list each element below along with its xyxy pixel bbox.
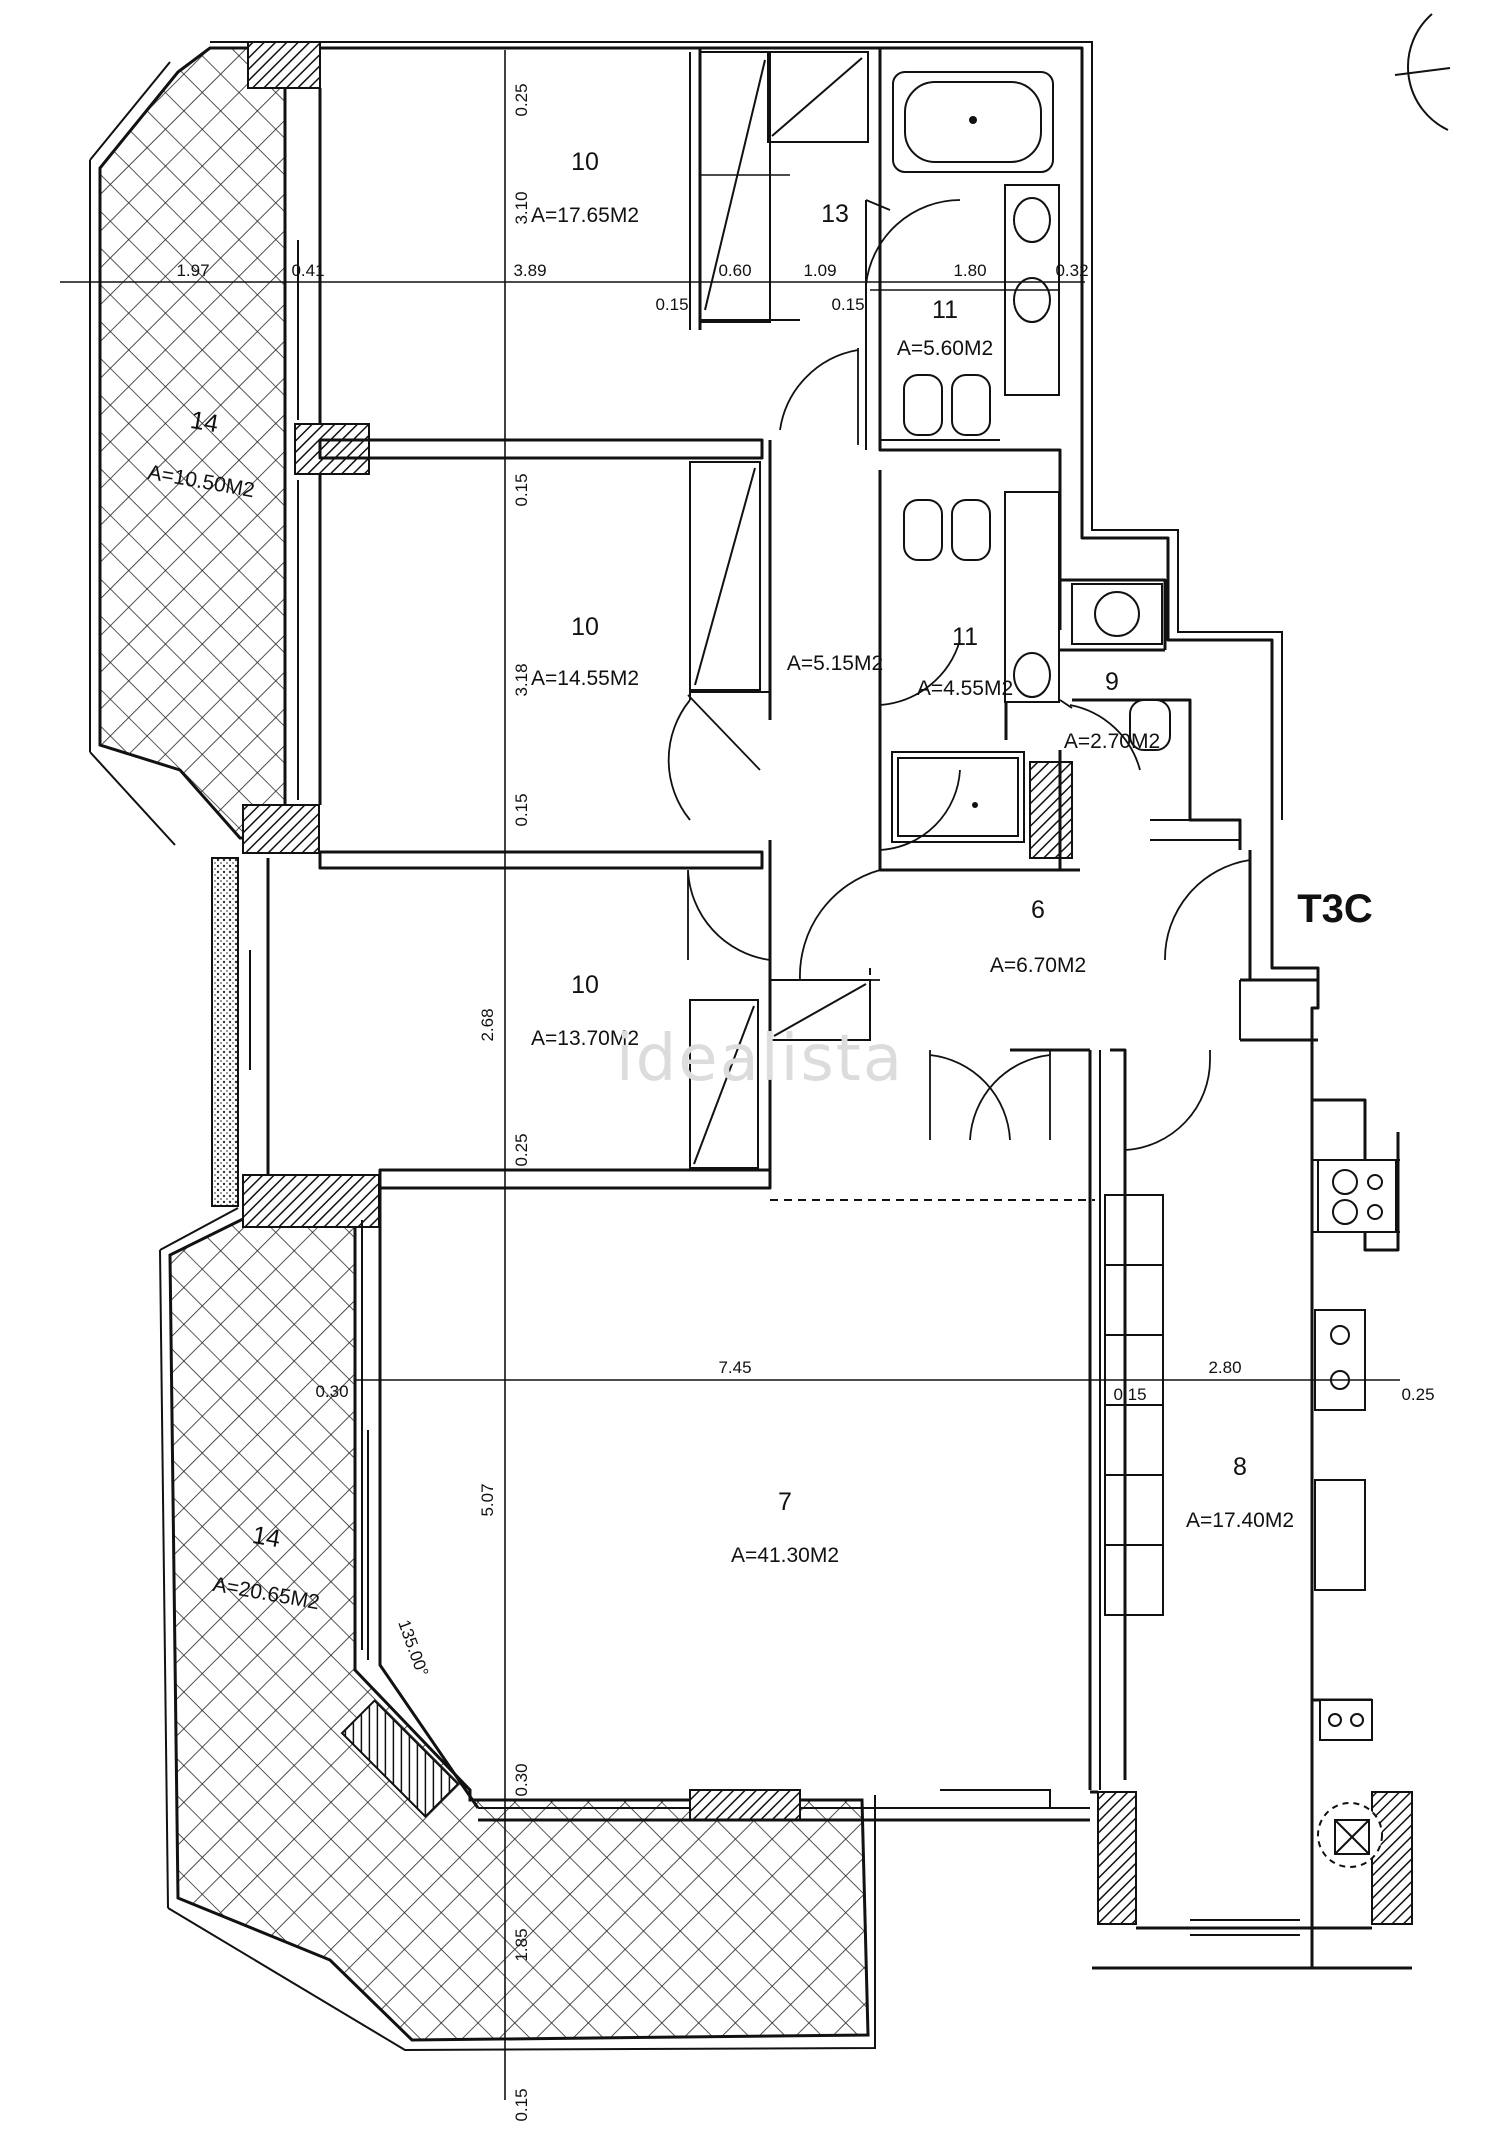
doors <box>667 199 1251 1151</box>
room-number-closet: 13 <box>821 200 849 228</box>
room-labels: 10 A=17.65M2 10 A=14.55M2 10 A=13.70M2 1… <box>146 148 1294 1614</box>
dim-0-15-d: 0.15 <box>512 793 531 826</box>
dim-5-07: 5.07 <box>478 1483 497 1516</box>
sink-icon <box>1004 184 1060 703</box>
terrace-bottom <box>159 1207 876 2052</box>
dim-2-68: 2.68 <box>478 1008 497 1041</box>
dim-0-41: 0.41 <box>291 261 324 280</box>
dim-0-15-e: 0.15 <box>1113 1385 1146 1404</box>
room-number-bath-top: 11 <box>932 296 958 324</box>
room-area-wc: A=2.70M2 <box>1064 730 1160 753</box>
wc-sink-icon <box>1071 583 1163 645</box>
dotted-wall-strip <box>211 857 239 1207</box>
toilet-icon <box>903 374 1171 751</box>
room-area-bedroom-bottom: A=13.70M2 <box>531 1027 639 1050</box>
dim-3-89: 3.89 <box>513 261 546 280</box>
dim-0-30-bottom: 0.30 <box>512 1763 531 1796</box>
shower-tray-icon <box>891 751 1025 843</box>
dim-angle: 135.00° <box>394 1617 432 1679</box>
dim-1-85: 1.85 <box>512 1928 531 1961</box>
room-number-bedroom-bottom: 10 <box>571 971 599 999</box>
dim-1-09: 1.09 <box>803 261 836 280</box>
dim-0-25-mid: 0.25 <box>512 1133 531 1166</box>
dimension-lines <box>60 50 1400 2100</box>
room-number-living: 7 <box>778 1488 792 1516</box>
walls <box>249 41 1412 1970</box>
structural-columns <box>242 41 1413 1925</box>
dim-0-30-left: 0.30 <box>315 1382 348 1401</box>
terrace-top <box>89 41 293 846</box>
dim-0-15-a: 0.15 <box>655 295 688 314</box>
room-area-corridor: A=5.15M2 <box>787 652 883 675</box>
room-number-kitchen: 8 <box>1233 1453 1247 1481</box>
room-number-bedroom-top: 10 <box>571 148 599 176</box>
room-area-living: A=41.30M2 <box>731 1544 839 1567</box>
bathtub-icon <box>892 71 1054 173</box>
dim-2-80: 2.80 <box>1208 1358 1241 1377</box>
north-arrow-icon <box>1394 13 1451 131</box>
room-area-bedroom-middle: A=14.55M2 <box>531 667 639 690</box>
room-area-bath-top: A=5.60M2 <box>897 337 993 360</box>
dim-0-60: 0.60 <box>718 261 751 280</box>
dim-0-15-b: 0.15 <box>831 295 864 314</box>
room-number-terrace-top: 14 <box>188 406 220 438</box>
dim-0-25-top: 0.25 <box>512 83 531 116</box>
plan-label: T3C <box>1297 887 1373 931</box>
room-number-terrace-bottom: 14 <box>250 1521 282 1553</box>
dim-1-80: 1.80 <box>953 261 986 280</box>
stove-icon <box>1314 1159 1397 1868</box>
dim-1-97: 1.97 <box>176 261 209 280</box>
room-number-wc: 9 <box>1105 668 1119 696</box>
room-area-hall: A=6.70M2 <box>990 954 1086 977</box>
dim-0-15-bottom: 0.15 <box>512 2088 531 2121</box>
room-area-bath-middle: A=4.55M2 <box>917 677 1013 700</box>
room-area-kitchen: A=17.40M2 <box>1186 1509 1294 1532</box>
room-number-hall: 6 <box>1031 896 1045 924</box>
room-number-bath-middle: 11 <box>952 623 978 651</box>
dim-0-25-right: 0.25 <box>1401 1385 1434 1404</box>
room-area-bedroom-top: A=17.65M2 <box>531 204 639 227</box>
dim-0-32: 0.32 <box>1055 261 1088 280</box>
room-number-bedroom-middle: 10 <box>571 613 599 641</box>
dim-7-45: 7.45 <box>718 1358 751 1377</box>
watermark-text: idealista <box>616 1022 904 1096</box>
dim-3-10: 3.10 <box>512 191 531 224</box>
dim-0-15-c: 0.15 <box>512 473 531 506</box>
dim-3-18: 3.18 <box>512 663 531 696</box>
dimension-labels: 0.25 3.10 1.97 0.41 3.89 0.15 0.60 1.09 … <box>176 83 1434 2121</box>
